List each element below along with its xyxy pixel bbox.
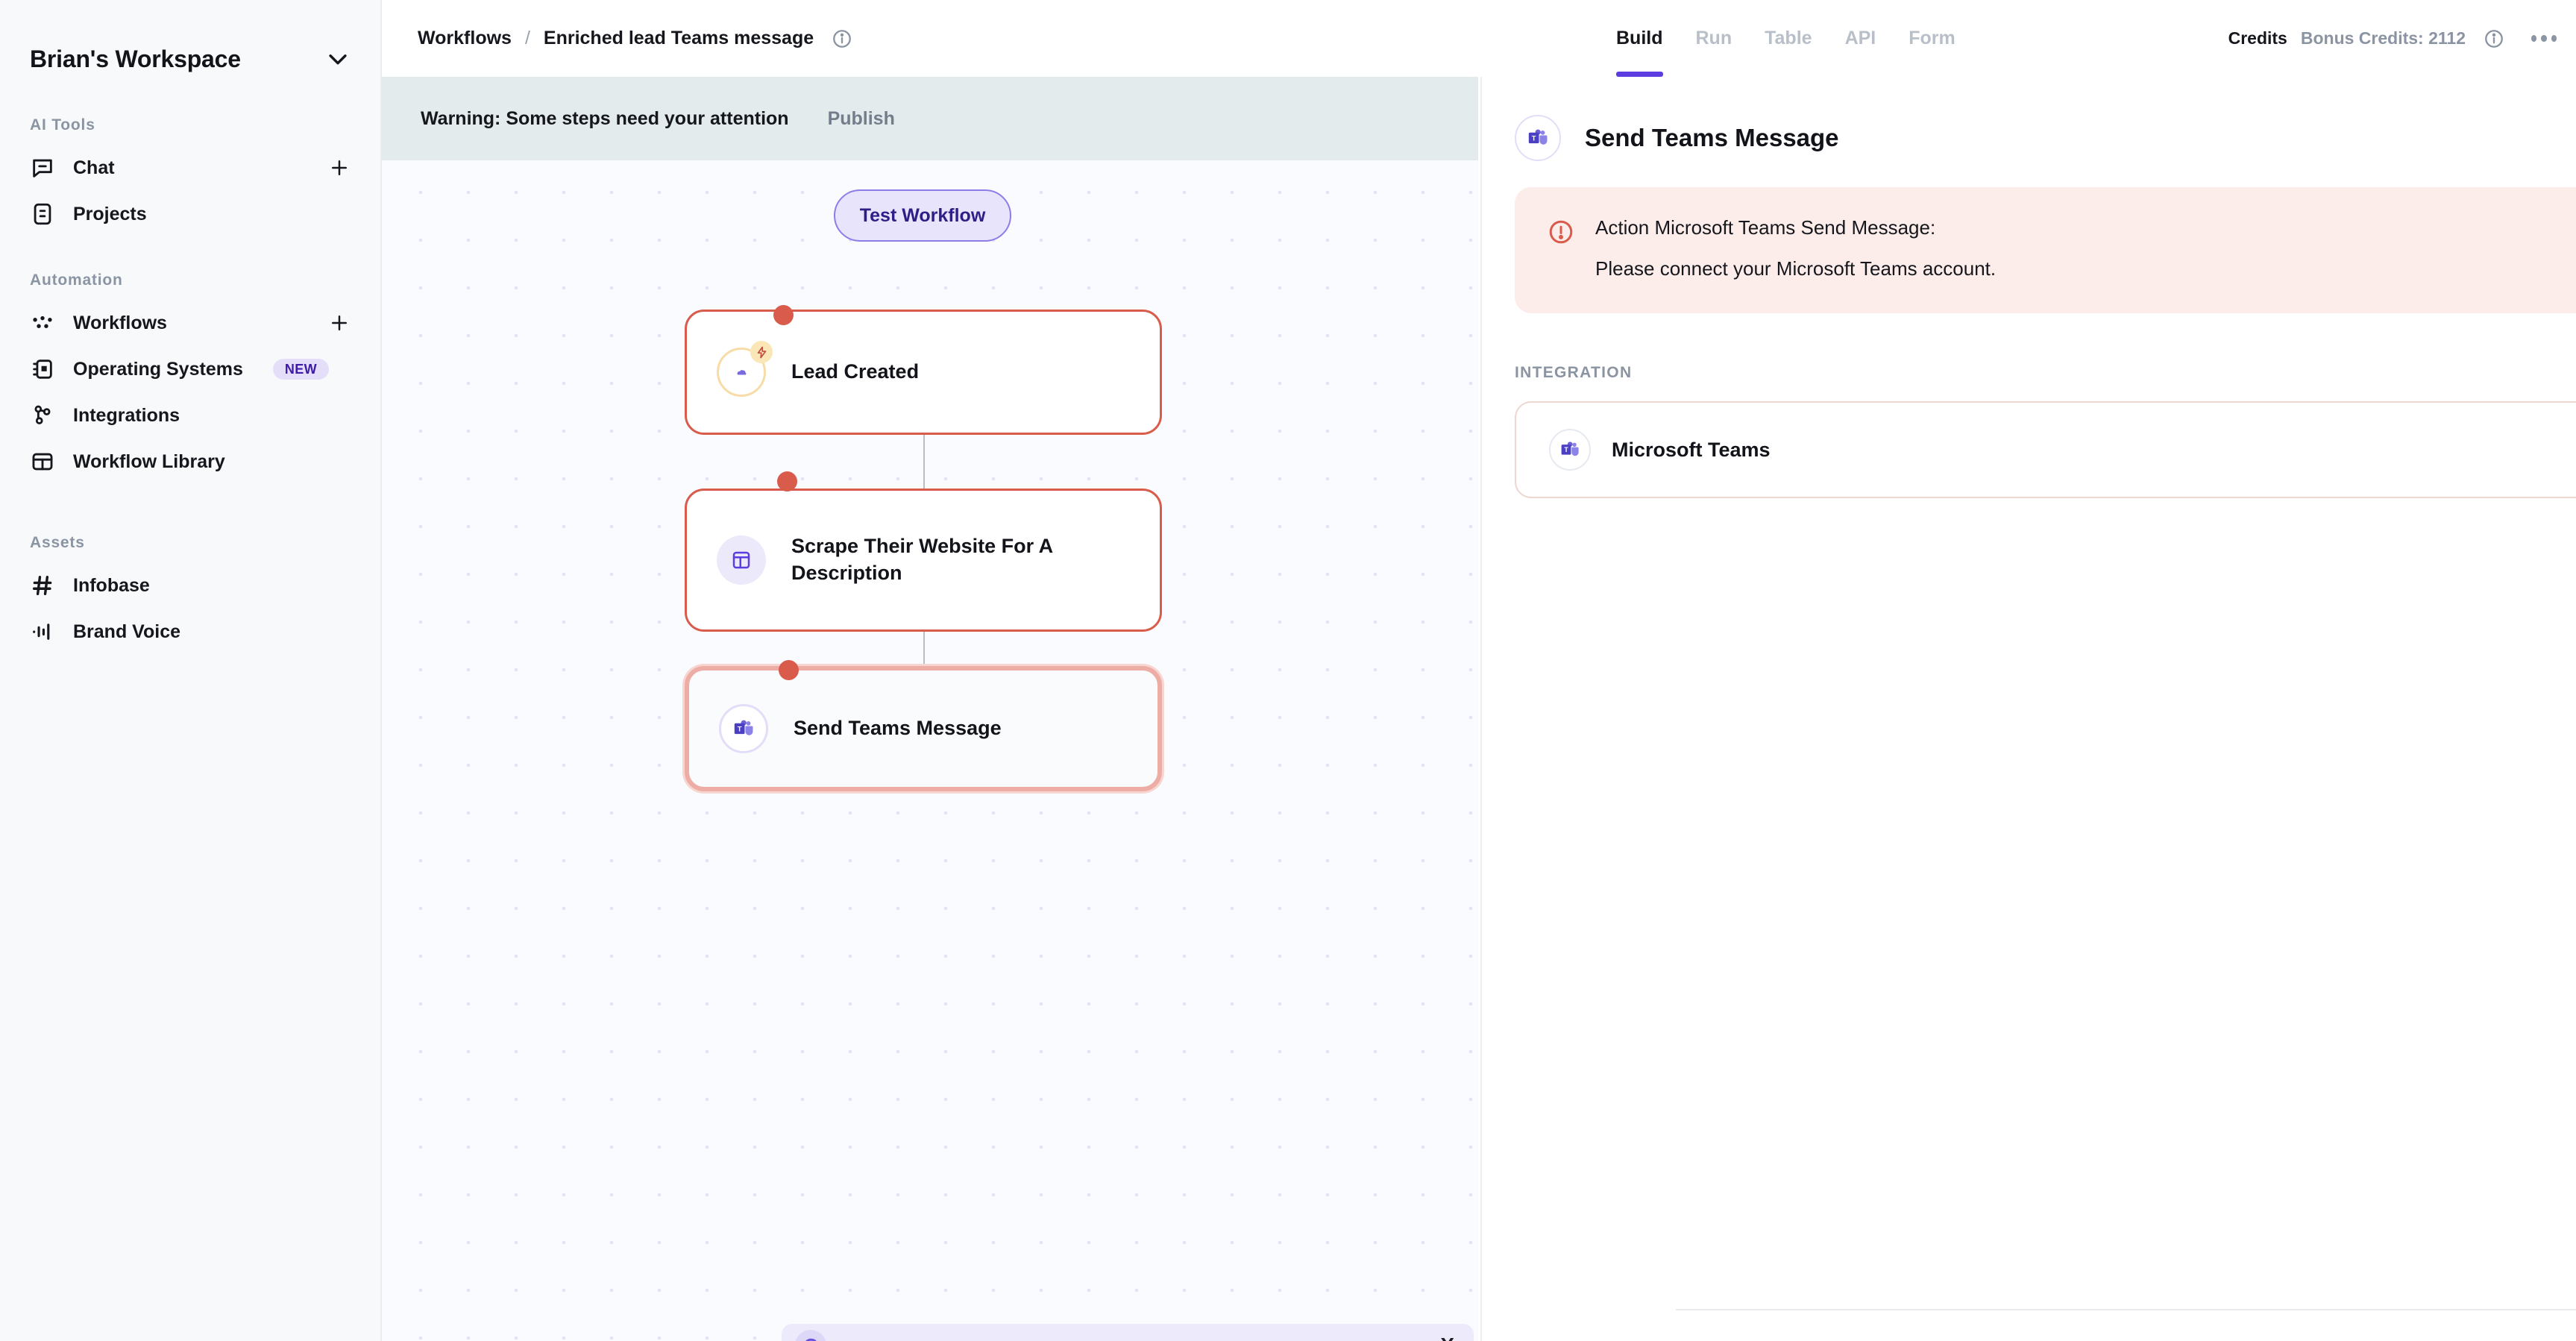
chat-bubble-icon <box>30 155 55 180</box>
command-dock: C X <box>782 1324 1474 1341</box>
workflow-node-title: Send Teams Message <box>794 717 1002 740</box>
sidebar-group-label-automation: Automation <box>30 271 123 289</box>
add-chat-plus-icon[interactable] <box>328 157 351 179</box>
svg-text:T: T <box>1532 134 1536 142</box>
sidebar-item-label: Chat <box>73 157 115 178</box>
workspace-title: Brian's Workspace <box>30 45 241 72</box>
tab-table[interactable]: Table <box>1765 28 1812 48</box>
tab-build[interactable]: Build <box>1616 0 1663 77</box>
connector-line-1 <box>923 435 925 489</box>
workflow-node-send-teams-message[interactable]: T Send Teams Message <box>685 660 1162 791</box>
close-command-dock-button[interactable]: X <box>1440 1334 1454 1341</box>
credits-info-circle-icon[interactable] <box>2484 28 2504 49</box>
credits-value: Bonus Credits: 2112 <box>2300 28 2466 48</box>
svg-text:T: T <box>738 725 742 732</box>
library-layout-icon <box>30 449 55 474</box>
node-details-panel: T Send Teams Message Close <box>1480 77 2576 1341</box>
integration-section-label: INTEGRATION <box>1515 364 1633 381</box>
sidebar-item-label: Infobase <box>73 574 150 596</box>
sidebar-group-assets: Assets Infobase Brand Voice <box>0 534 380 655</box>
node-error-dot <box>777 471 797 492</box>
sidebar-item-label: Brand Voice <box>73 621 181 642</box>
top-bar: Workflows / Enriched lead Teams message … <box>382 0 2576 77</box>
workflow-node-lead-created[interactable]: Lead Created <box>685 305 1162 435</box>
lead-trigger-icon <box>717 305 794 397</box>
tab-form[interactable]: Form <box>1909 28 1955 48</box>
sidebar-group-ai-tools: AI Tools Chat Projects <box>0 116 380 237</box>
tab-api[interactable]: API <box>1844 28 1876 48</box>
test-workflow-button[interactable]: Test Workflow <box>834 189 1011 242</box>
sidebar-group-automation: Automation Workflows Operating Systems N… <box>0 271 380 485</box>
connector-line-2 <box>923 632 925 666</box>
main-area: Workflows / Enriched lead Teams message … <box>382 0 2576 1341</box>
credits-area: Credits Bonus Credits: 2112 <box>2228 0 2557 77</box>
node-error-dot <box>773 305 794 325</box>
panel-title: Send Teams Message <box>1585 124 1839 151</box>
warning-message: Warning: Some steps need your attention <box>421 107 789 129</box>
workflow-node-title: Scrape Their Website For A Description <box>791 535 1053 584</box>
document-icon <box>30 201 55 227</box>
microsoft-teams-icon: T <box>719 660 799 753</box>
integrations-nodes-icon <box>30 403 55 428</box>
sidebar-group-label-ai-tools: AI Tools <box>30 116 95 134</box>
microsoft-teams-icon: T <box>1549 429 1591 471</box>
status-badge-new: NEW <box>272 359 330 380</box>
info-circle-icon[interactable] <box>832 28 852 49</box>
integration-name: Microsoft Teams <box>1612 438 1771 461</box>
alert-line-1: Action Microsoft Teams Send Message: <box>1595 216 1936 239</box>
workflow-node-scrape-website[interactable]: Scrape Their Website For A Description <box>685 471 1162 632</box>
svg-text:T: T <box>1564 446 1568 453</box>
sidebar-item-chat[interactable]: Chat <box>0 145 380 191</box>
alert-line-2: Please connect your Microsoft Teams acco… <box>1595 257 1997 280</box>
sidebar-item-label: Projects <box>73 203 147 224</box>
breadcrumb-root[interactable]: Workflows <box>418 28 512 48</box>
workspace-switcher[interactable]: Brian's Workspace <box>0 0 380 82</box>
publish-button[interactable]: Publish <box>827 107 895 129</box>
alert-body: Action Microsoft Teams Send Message: Ple… <box>1595 216 1996 280</box>
panel-footer-divider <box>1676 1309 2576 1310</box>
integration-card-microsoft-teams[interactable]: T Microsoft Teams Connect <box>1515 401 2576 498</box>
command-dock-header: C X <box>782 1324 1474 1341</box>
breadcrumb: Workflows / Enriched lead Teams message <box>418 28 852 49</box>
sidebar-item-projects[interactable]: Projects <box>0 191 380 237</box>
sidebar-item-operating-systems[interactable]: Operating Systems NEW <box>0 346 380 392</box>
sidebar-item-label: Workflow Library <box>73 450 225 472</box>
credits-label: Credits <box>2228 28 2287 48</box>
node-error-dot <box>779 660 799 680</box>
sidebar-item-brand-voice[interactable]: Brand Voice <box>0 609 380 655</box>
add-workflow-plus-icon[interactable] <box>328 312 351 334</box>
sidebar-group-label-assets: Assets <box>30 534 85 551</box>
hash-icon <box>30 573 55 598</box>
warning-bar: Warning: Some steps need your attention … <box>382 77 1478 160</box>
sidebar-item-workflow-library[interactable]: Workflow Library <box>0 439 380 485</box>
tab-run[interactable]: Run <box>1695 28 1732 48</box>
panel-header: T Send Teams Message Close <box>1482 77 2576 166</box>
sidebar-item-workflows[interactable]: Workflows <box>0 300 380 346</box>
microsoft-teams-icon: T <box>1515 115 1561 161</box>
breadcrumb-current: Enriched lead Teams message <box>543 28 814 48</box>
workflow-tabs: Build Run Table API Form <box>1616 0 1955 77</box>
more-horizontal-icon[interactable] <box>2531 35 2557 43</box>
sidebar-item-label: Operating Systems <box>73 358 243 380</box>
error-circle-icon <box>1548 219 1574 245</box>
chevron-down-icon[interactable] <box>325 46 351 72</box>
breadcrumb-separator: / <box>524 28 530 48</box>
connection-error-alert: Action Microsoft Teams Send Message: Ple… <box>1515 187 2576 313</box>
audio-bars-icon <box>30 619 55 644</box>
sidebar-item-integrations[interactable]: Integrations <box>0 392 380 439</box>
workflow-node-title: Lead Created <box>791 360 920 383</box>
sidebar-item-label: Workflows <box>73 312 167 333</box>
scrape-layout-icon <box>717 471 797 585</box>
workflow-canvas[interactable]: Test Workflow Lead Created <box>382 160 1478 1341</box>
operating-systems-icon <box>30 357 55 382</box>
avatar: C <box>795 1330 826 1341</box>
sidebar-item-label: Integrations <box>73 404 180 426</box>
workflows-dots-icon <box>30 310 55 336</box>
sidebar-item-infobase[interactable]: Infobase <box>0 562 380 609</box>
sidebar: Brian's Workspace AI Tools Chat <box>0 0 382 1341</box>
